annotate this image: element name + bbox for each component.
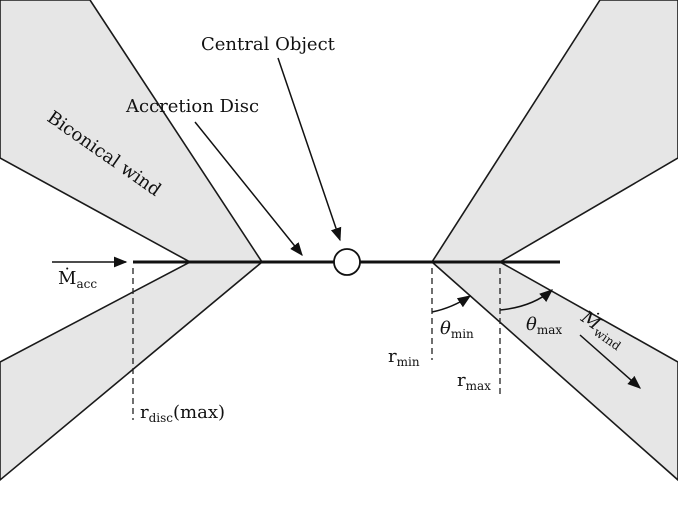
r-max-symbol: r [457, 370, 466, 391]
theta-min-symbol: θ [440, 318, 451, 339]
theta-max-sub: max [537, 323, 563, 337]
theta-min-sub: min [451, 327, 474, 341]
theta-min-label: θmin [440, 318, 474, 341]
wind-cone-lower-left [0, 261, 265, 482]
r-disc-paren: (max) [173, 402, 225, 423]
r-max-label: rmax [457, 370, 491, 393]
m-wind-arrow [579, 334, 642, 389]
r-max-sub: max [466, 379, 492, 393]
r-min-symbol: r [388, 346, 397, 367]
central-object-circle [333, 248, 361, 276]
wind-cone-lower-right [429, 261, 678, 482]
r-min-label: rmin [388, 346, 420, 369]
central-object-label: Central Object [201, 34, 336, 55]
r-disc-max-label: rdisc(max) [140, 402, 225, 425]
theta-max-symbol: θ [526, 314, 537, 335]
m-acc-label: Ṁacc [58, 266, 97, 291]
r-disc-symbol: r [140, 402, 149, 423]
r-min-sub: min [397, 355, 420, 369]
r-disc-sub: disc [149, 411, 174, 425]
theta-min-arc [431, 295, 472, 313]
theta-max-arc [499, 289, 554, 311]
central-object-pointer [277, 57, 342, 242]
m-acc-sub: acc [76, 277, 97, 291]
wind-cone-upper-right [430, 0, 678, 263]
m-acc-symbol: Ṁ [58, 266, 76, 289]
accretion-disc-pointer [194, 121, 303, 257]
theta-max-label: θmax [526, 314, 562, 337]
accretion-disc-label: Accretion Disc [125, 96, 259, 117]
